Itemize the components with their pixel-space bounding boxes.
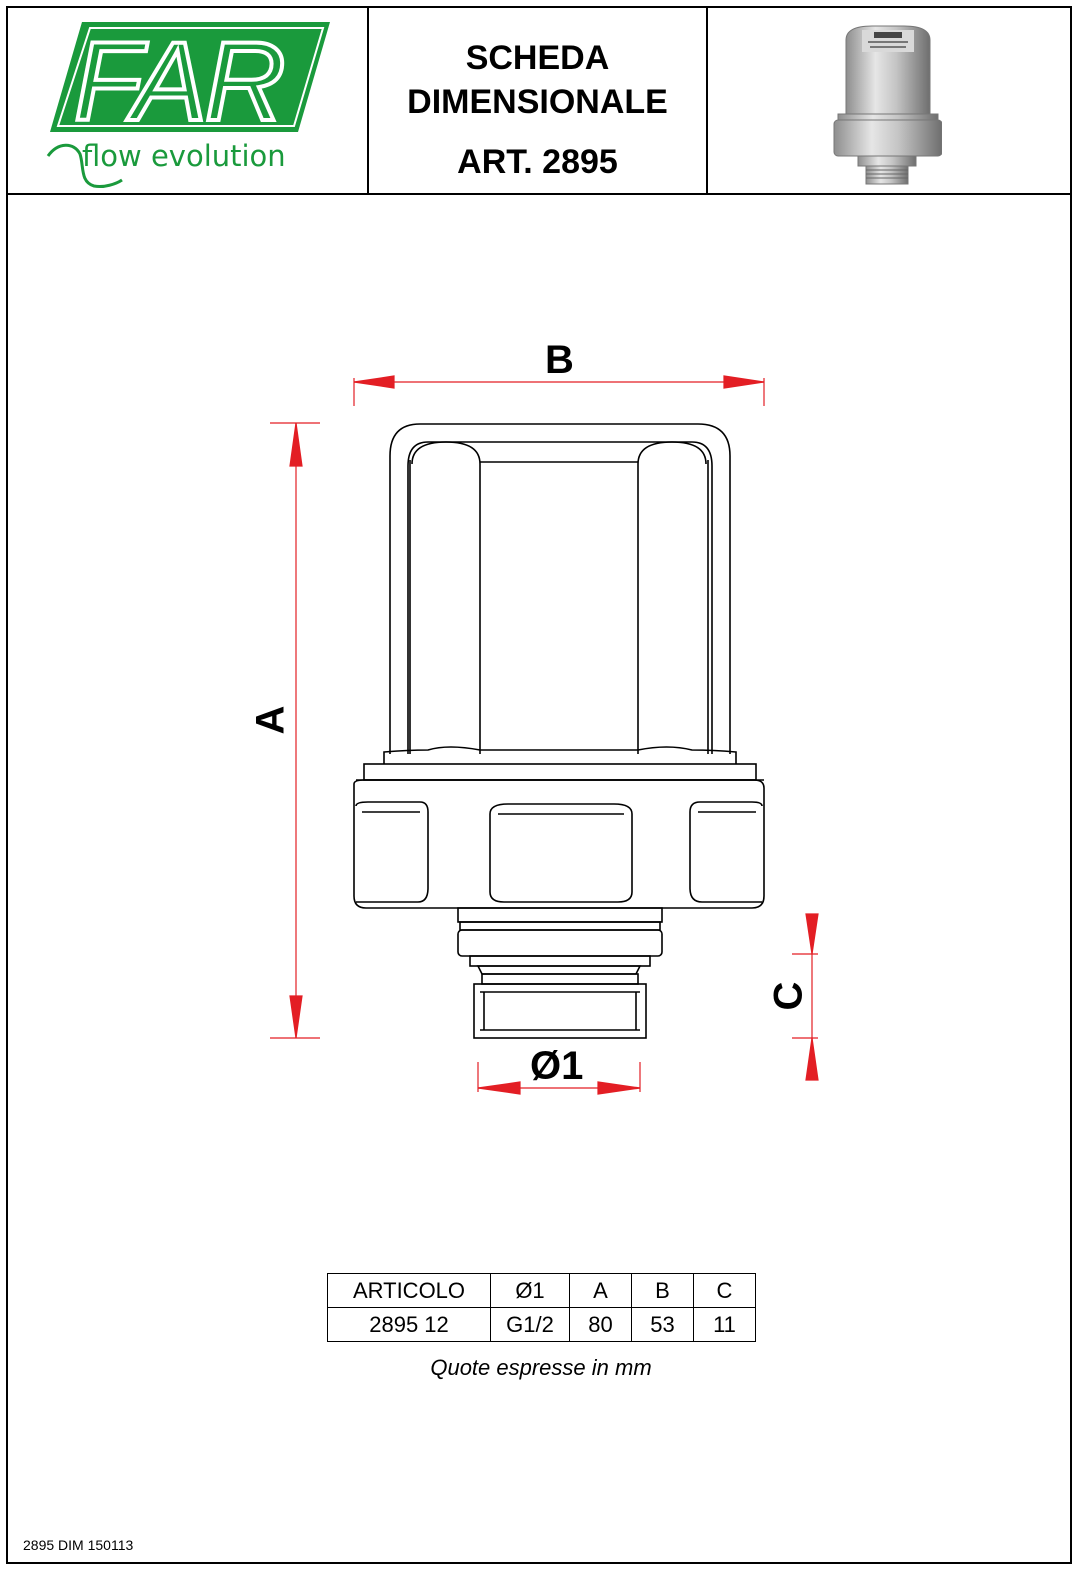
dim-label-d1: Ø1 — [530, 1044, 584, 1088]
dim-d1-arrow-left — [477, 1081, 521, 1095]
article-number: ART. 2895 — [457, 143, 618, 181]
dim-label-c: C — [766, 981, 811, 1011]
dim-label-b: B — [545, 338, 574, 382]
dimensions-table-wrap: ARTICOLO Ø1 A B C 2895 12 G1/2 80 53 11 — [327, 1273, 756, 1342]
units-caption: Quote espresse in mm — [430, 1355, 652, 1380]
header-d1: Ø1 — [490, 1273, 570, 1308]
dim-a-arrow-bottom — [289, 995, 303, 1039]
dim-b-arrow-left — [353, 375, 395, 389]
dimensions-table: ARTICOLO Ø1 A B C 2895 12 G1/2 80 53 11 — [327, 1273, 756, 1342]
dim-c-arrow-bottom — [805, 1037, 819, 1081]
document-code: 2895 DIM 150113 — [23, 1537, 134, 1553]
svg-text:FAR: FAR — [74, 19, 284, 144]
title-block: FAR flow evolution SCHEDA DIMENSIONALE A… — [8, 8, 1070, 195]
table-row: 2895 12 G1/2 80 53 11 — [327, 1307, 756, 1342]
header-a: A — [569, 1273, 632, 1308]
air-vent-valve-photo — [833, 25, 942, 185]
header-b: B — [631, 1273, 694, 1308]
title-cell: SCHEDA DIMENSIONALE ART. 2895 — [369, 8, 708, 193]
dimension-lines — [270, 375, 819, 1095]
header-articolo: ARTICOLO — [327, 1273, 491, 1308]
cell-a: 80 — [569, 1307, 632, 1342]
far-logo: FAR flow evolution — [46, 17, 330, 188]
dim-d1-arrow-right — [597, 1081, 641, 1095]
dim-a-arrow-top — [289, 422, 303, 467]
photo-cell — [708, 8, 1070, 193]
dim-label-a: A — [248, 705, 293, 735]
table-header-row: ARTICOLO Ø1 A B C — [327, 1273, 756, 1308]
dim-c-arrow-top — [805, 913, 819, 955]
technical-drawing — [270, 375, 819, 1095]
title-scheda: SCHEDA — [465, 39, 610, 77]
valve-outline — [353, 423, 765, 1039]
svg-text:flow evolution: flow evolution — [82, 139, 286, 173]
cell-b: 53 — [631, 1307, 694, 1342]
dim-b-arrow-right — [723, 375, 765, 389]
title-dimensionale: DIMENSIONALE — [407, 83, 668, 121]
cell-d1: G1/2 — [490, 1307, 570, 1342]
cell-c: 11 — [693, 1307, 756, 1342]
header-c: C — [693, 1273, 756, 1308]
drawing-sheet: FAR flow evolution SCHEDA DIMENSIONALE A… — [6, 6, 1072, 1564]
logo-cell: FAR flow evolution — [8, 8, 369, 193]
cell-articolo: 2895 12 — [327, 1307, 491, 1342]
